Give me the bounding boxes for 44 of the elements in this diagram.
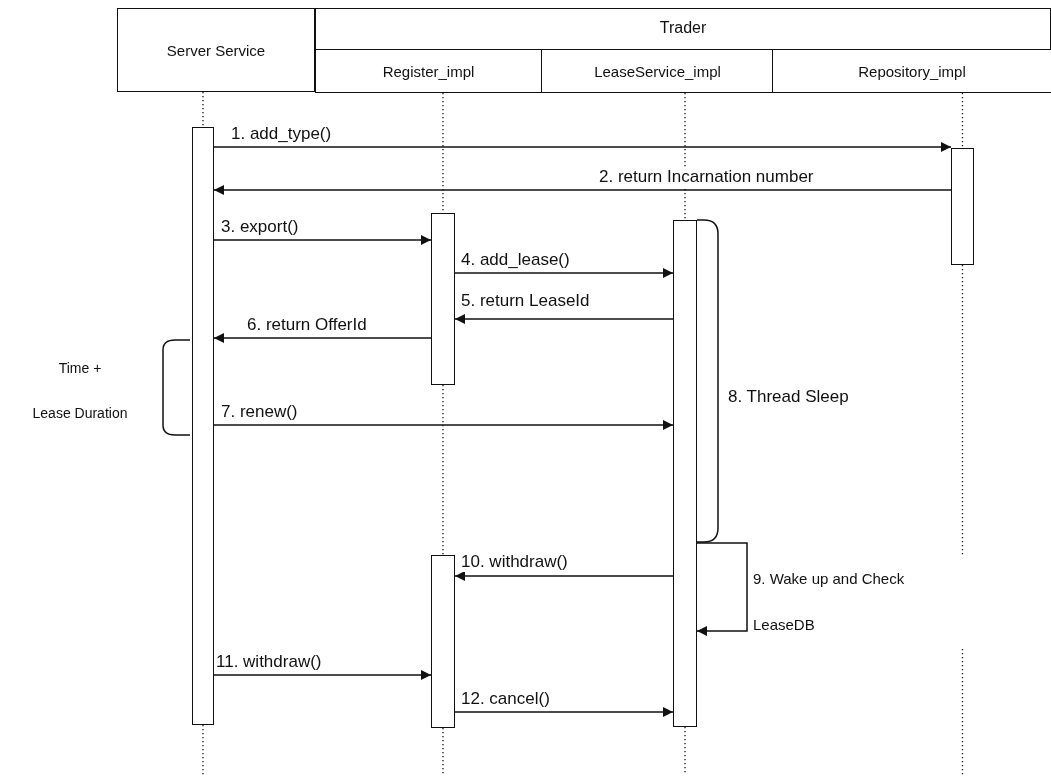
message-label: 8. Thread Sleep [727,387,850,407]
message-arrow [213,420,674,430]
participant-box [314,49,543,93]
participant-name: Trader [658,19,708,37]
participant-box [772,49,1051,93]
lifeline [202,91,204,128]
message-arrow [213,142,952,152]
activation-bar [673,220,697,727]
message-arrow [454,268,674,278]
lifeline [442,384,444,556]
activation-bar [192,127,214,725]
lifeline [961,92,964,149]
participant-name: Server Service [166,41,266,59]
message-arrow [213,185,952,195]
message-arrow [213,235,432,245]
time-note: Time + [58,360,102,376]
message-label: 11. withdraw() [215,652,323,672]
message-arrow [454,571,674,581]
self-message-arrow [696,542,748,636]
message-arrow [454,707,674,717]
message-label: 9. Wake up and Check LeaseDB [752,556,964,648]
message-label: 12. cancel() [460,689,551,709]
lifeline [684,92,686,221]
message-label: 2. return Incarnation number [598,167,815,187]
activation-bar [431,555,455,728]
lifeline [202,724,204,776]
participant-name: Register_impl [382,62,475,80]
message-label: 7. renew() [220,402,299,422]
lifeline [442,727,444,776]
time-note: Lease Duration [32,405,128,421]
participant-name: Repository_impl [858,62,966,80]
message-label: 4. add_lease() [460,250,571,270]
message-label: 1. add_type() [230,124,333,144]
message-label: 10. withdraw() [460,552,569,572]
message-label: 3. export() [220,217,300,237]
message-arrow [454,314,674,324]
participant-name: LeaseService_impl [594,62,721,80]
participant-box [541,49,774,93]
activation-bar [431,213,455,385]
message-arrow [213,333,432,343]
message-arrow [213,670,432,680]
activation-bar [951,148,974,265]
participant-group-box [315,8,1051,92]
participant-box [117,8,315,92]
